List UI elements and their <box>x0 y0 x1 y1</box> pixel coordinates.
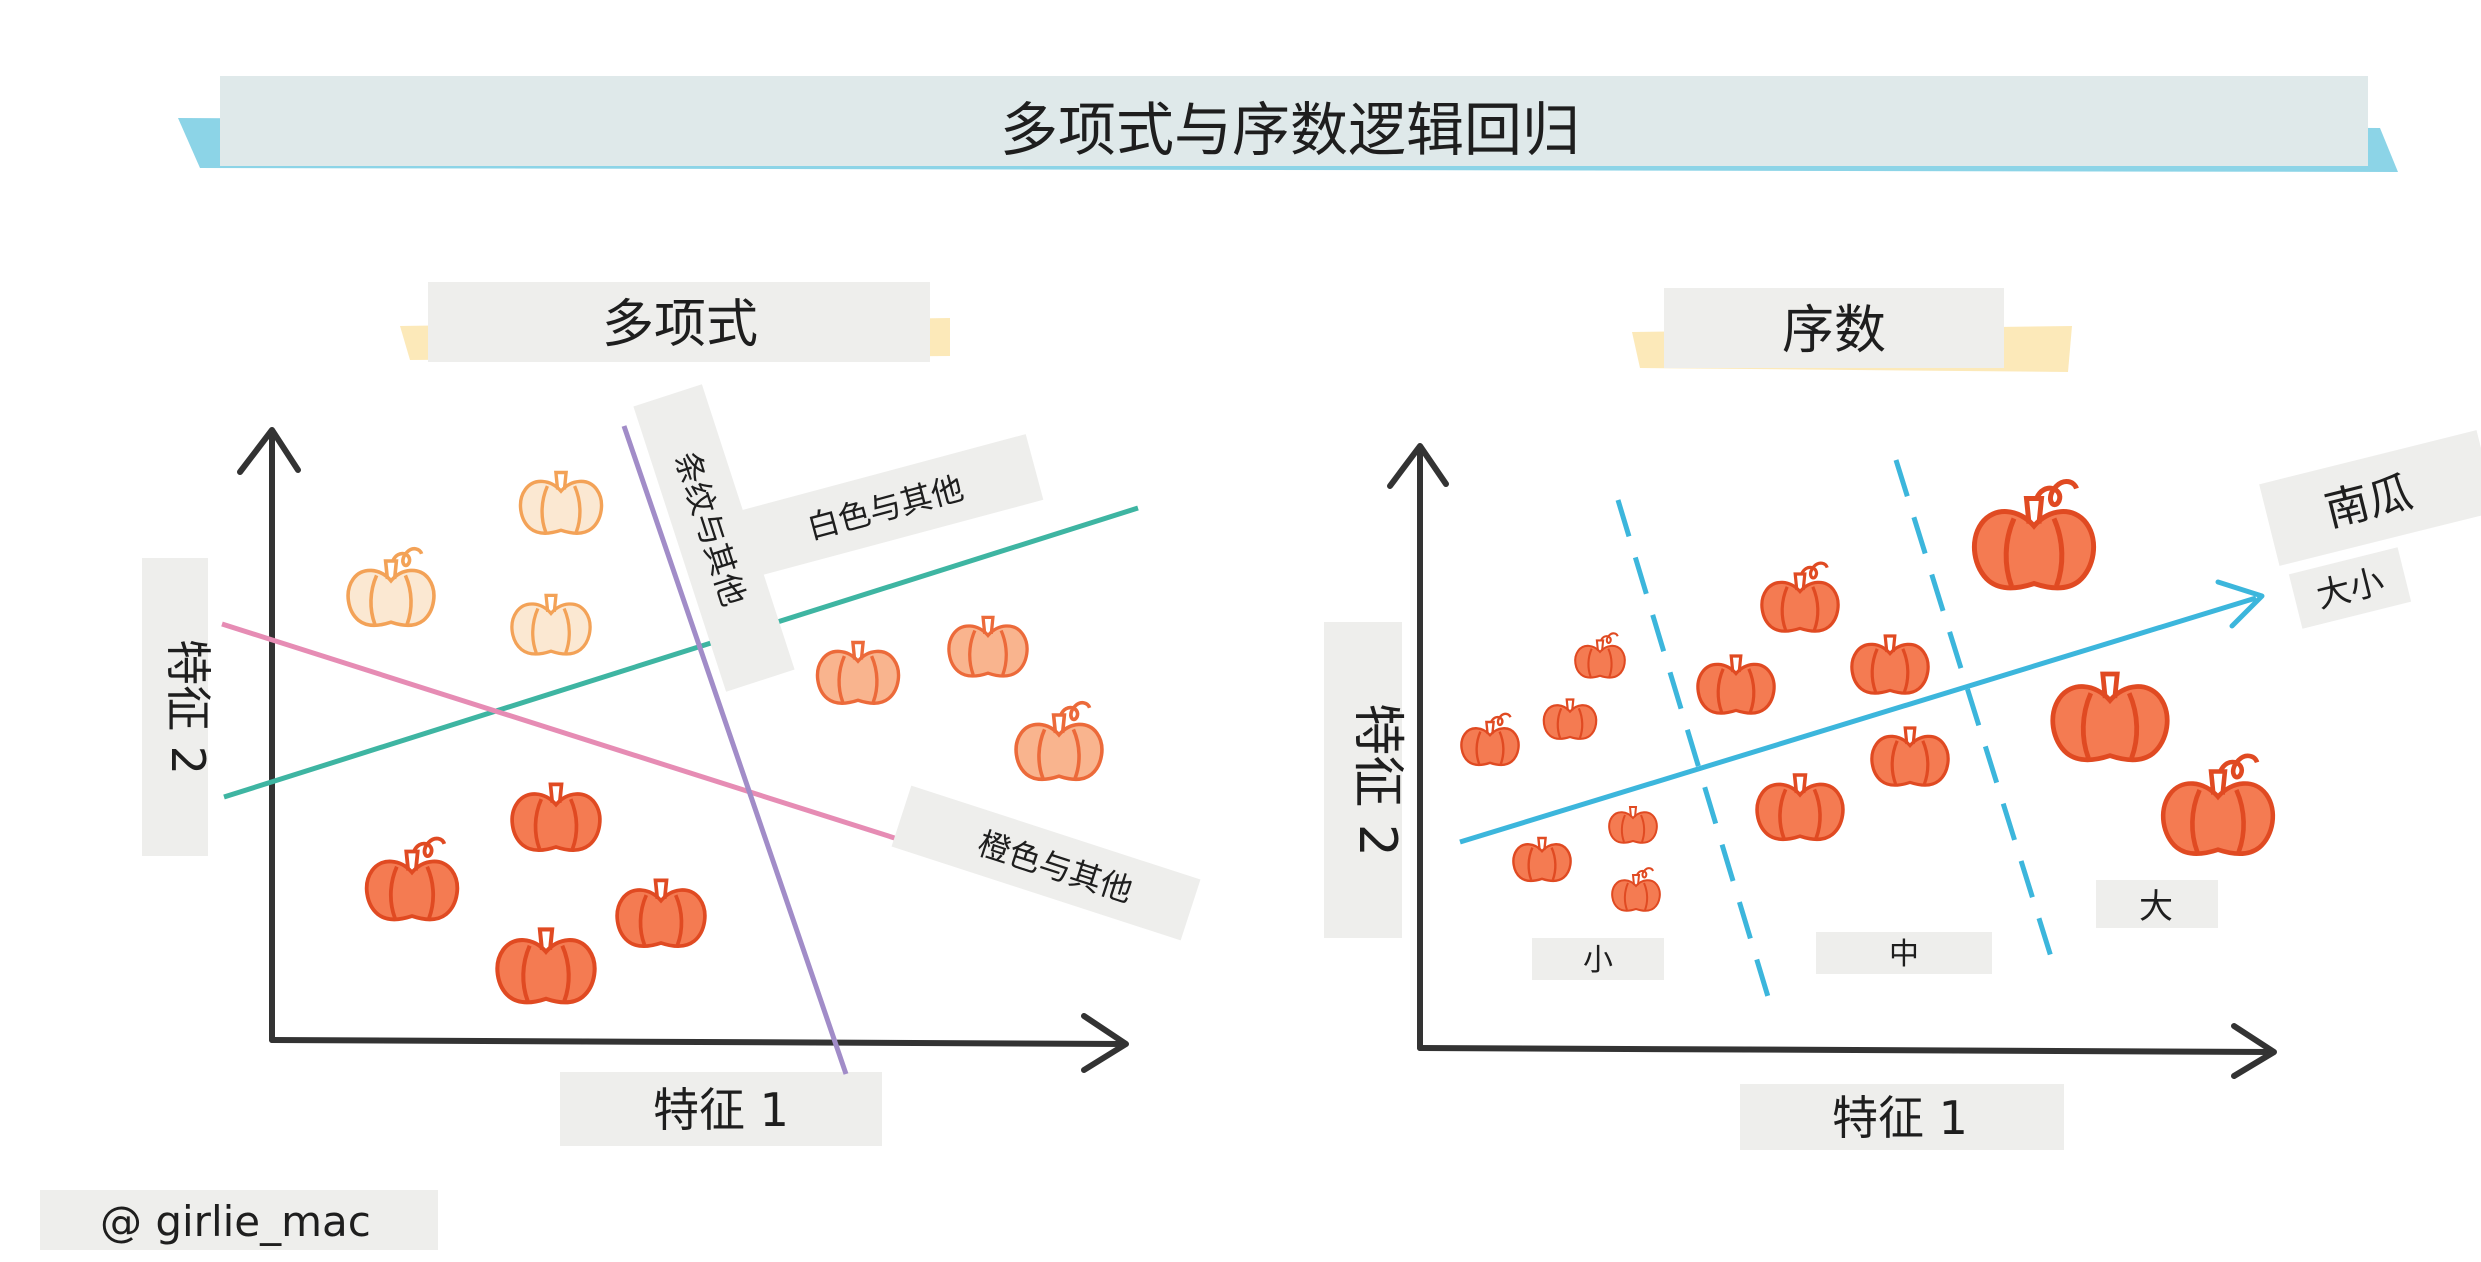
orange-pumpkin-icon <box>364 836 460 922</box>
orange-pumpkin-icon <box>615 878 707 949</box>
ordinal-heading-background <box>1664 288 2004 368</box>
small-pumpkin-icon <box>1608 806 1658 844</box>
pumpkin-size-axis <box>1459 595 2257 845</box>
multinomial-heading: 多项式 <box>400 282 950 362</box>
large-pumpkin-icon <box>2163 756 2273 854</box>
orange-pumpkin-group <box>364 782 707 1002</box>
small-pumpkin-icon <box>1574 632 1626 679</box>
medium-label-background <box>1816 932 1992 974</box>
ordinal-x-axis <box>1417 1045 2275 1055</box>
small-pumpkin-icon <box>1611 867 1661 912</box>
ordinal-heading-text: 序数 <box>1782 301 1886 361</box>
white-vs-rest-label: 白色与其他 <box>726 434 1044 580</box>
pumpkin-size-label-box: 南瓜 <box>2259 430 2481 566</box>
medium-pumpkin-icon <box>1870 726 1950 787</box>
multinomial-x-axis-label: 特征 1 <box>653 1083 789 1137</box>
multinomial-x-label-background <box>560 1072 882 1146</box>
medium-pumpkin-icon <box>1850 634 1930 695</box>
size-label-box: 大小 <box>2288 547 2412 629</box>
medium-category-label: 中 <box>1889 937 1919 972</box>
credit-background <box>40 1190 438 1250</box>
ordinal-x-axis-label: 特征 1 <box>1832 1091 1968 1145</box>
orange-vs-rest-label: 橙色与其他 <box>891 785 1201 941</box>
ordinal-y-axis-label: 特征 2 <box>1347 703 1407 857</box>
large-label-background <box>2096 880 2218 928</box>
small-pumpkin-group <box>1460 632 1661 912</box>
striped-pumpkin-icon <box>947 615 1029 678</box>
title-banner: 多项式与序数逻辑回归 <box>178 76 2398 172</box>
multinomial-y-label-background <box>142 558 208 856</box>
title-background <box>220 76 2368 166</box>
small-medium-separator <box>1615 499 1775 1011</box>
ordinal-y-axis-arrow <box>1387 443 1449 489</box>
multinomial-heading-text: 多项式 <box>602 295 758 355</box>
large-pumpkin-icon <box>2053 674 2167 760</box>
orange-pumpkin-icon <box>510 782 602 853</box>
large-category-label: 大 <box>2139 887 2173 927</box>
page-title: 多项式与序数逻辑回归 <box>1000 96 1580 164</box>
small-pumpkin-icon <box>1460 712 1520 767</box>
ordinal-x-axis-arrow <box>2231 1023 2277 1079</box>
large-pumpkin-group <box>1974 481 2272 853</box>
credit: @ girlie_mac <box>40 1190 438 1250</box>
ordinal-panel: 序数 特征 2 特征 1 南瓜 大小 小 中 大 <box>1324 288 2481 1150</box>
multinomial-x-axis <box>269 1037 1127 1047</box>
small-pumpkin-icon <box>1512 836 1572 883</box>
multinomial-y-axis-arrow <box>237 427 301 475</box>
ordinal-x-label-background <box>1740 1084 2064 1150</box>
large-pumpkin-icon <box>1974 481 2093 587</box>
striped-pumpkin-icon <box>1014 700 1104 782</box>
medium-pumpkin-icon <box>1696 654 1776 715</box>
ordinal-heading: 序数 <box>1632 288 2072 372</box>
ordinal-y-label-background <box>1324 622 1402 938</box>
credit-text: @ girlie_mac <box>100 1197 371 1246</box>
medium-pumpkin-icon <box>1760 561 1840 633</box>
pumpkin-size-axis-arrow <box>2215 579 2265 629</box>
medium-large-separator <box>1893 459 2055 961</box>
striped-pumpkin-icon <box>815 640 901 705</box>
multinomial-y-axis-label: 特征 2 <box>161 639 215 775</box>
multinomial-x-axis-arrow <box>1081 1013 1129 1073</box>
white-pumpkin-icon <box>510 593 592 656</box>
medium-pumpkin-group <box>1696 561 1950 842</box>
small-category-label: 小 <box>1583 943 1613 978</box>
striped-pumpkin-group <box>815 615 1104 782</box>
medium-pumpkin-icon <box>1755 773 1845 842</box>
multinomial-panel: 多项式 特征 2 特征 1 白色与其他 橙色与其他 条纹与其他 <box>142 282 1201 1146</box>
white-vs-rest-line <box>223 505 1139 800</box>
white-pumpkin-icon <box>518 470 604 535</box>
orange-pumpkin-icon <box>497 929 594 1002</box>
striped-vs-rest-line <box>621 425 849 1075</box>
small-pumpkin-icon <box>1542 698 1598 740</box>
white-pumpkin-icon <box>346 546 436 628</box>
small-label-background <box>1532 938 1664 980</box>
white-pumpkin-group <box>346 470 604 656</box>
multinomial-heading-background <box>428 282 930 362</box>
